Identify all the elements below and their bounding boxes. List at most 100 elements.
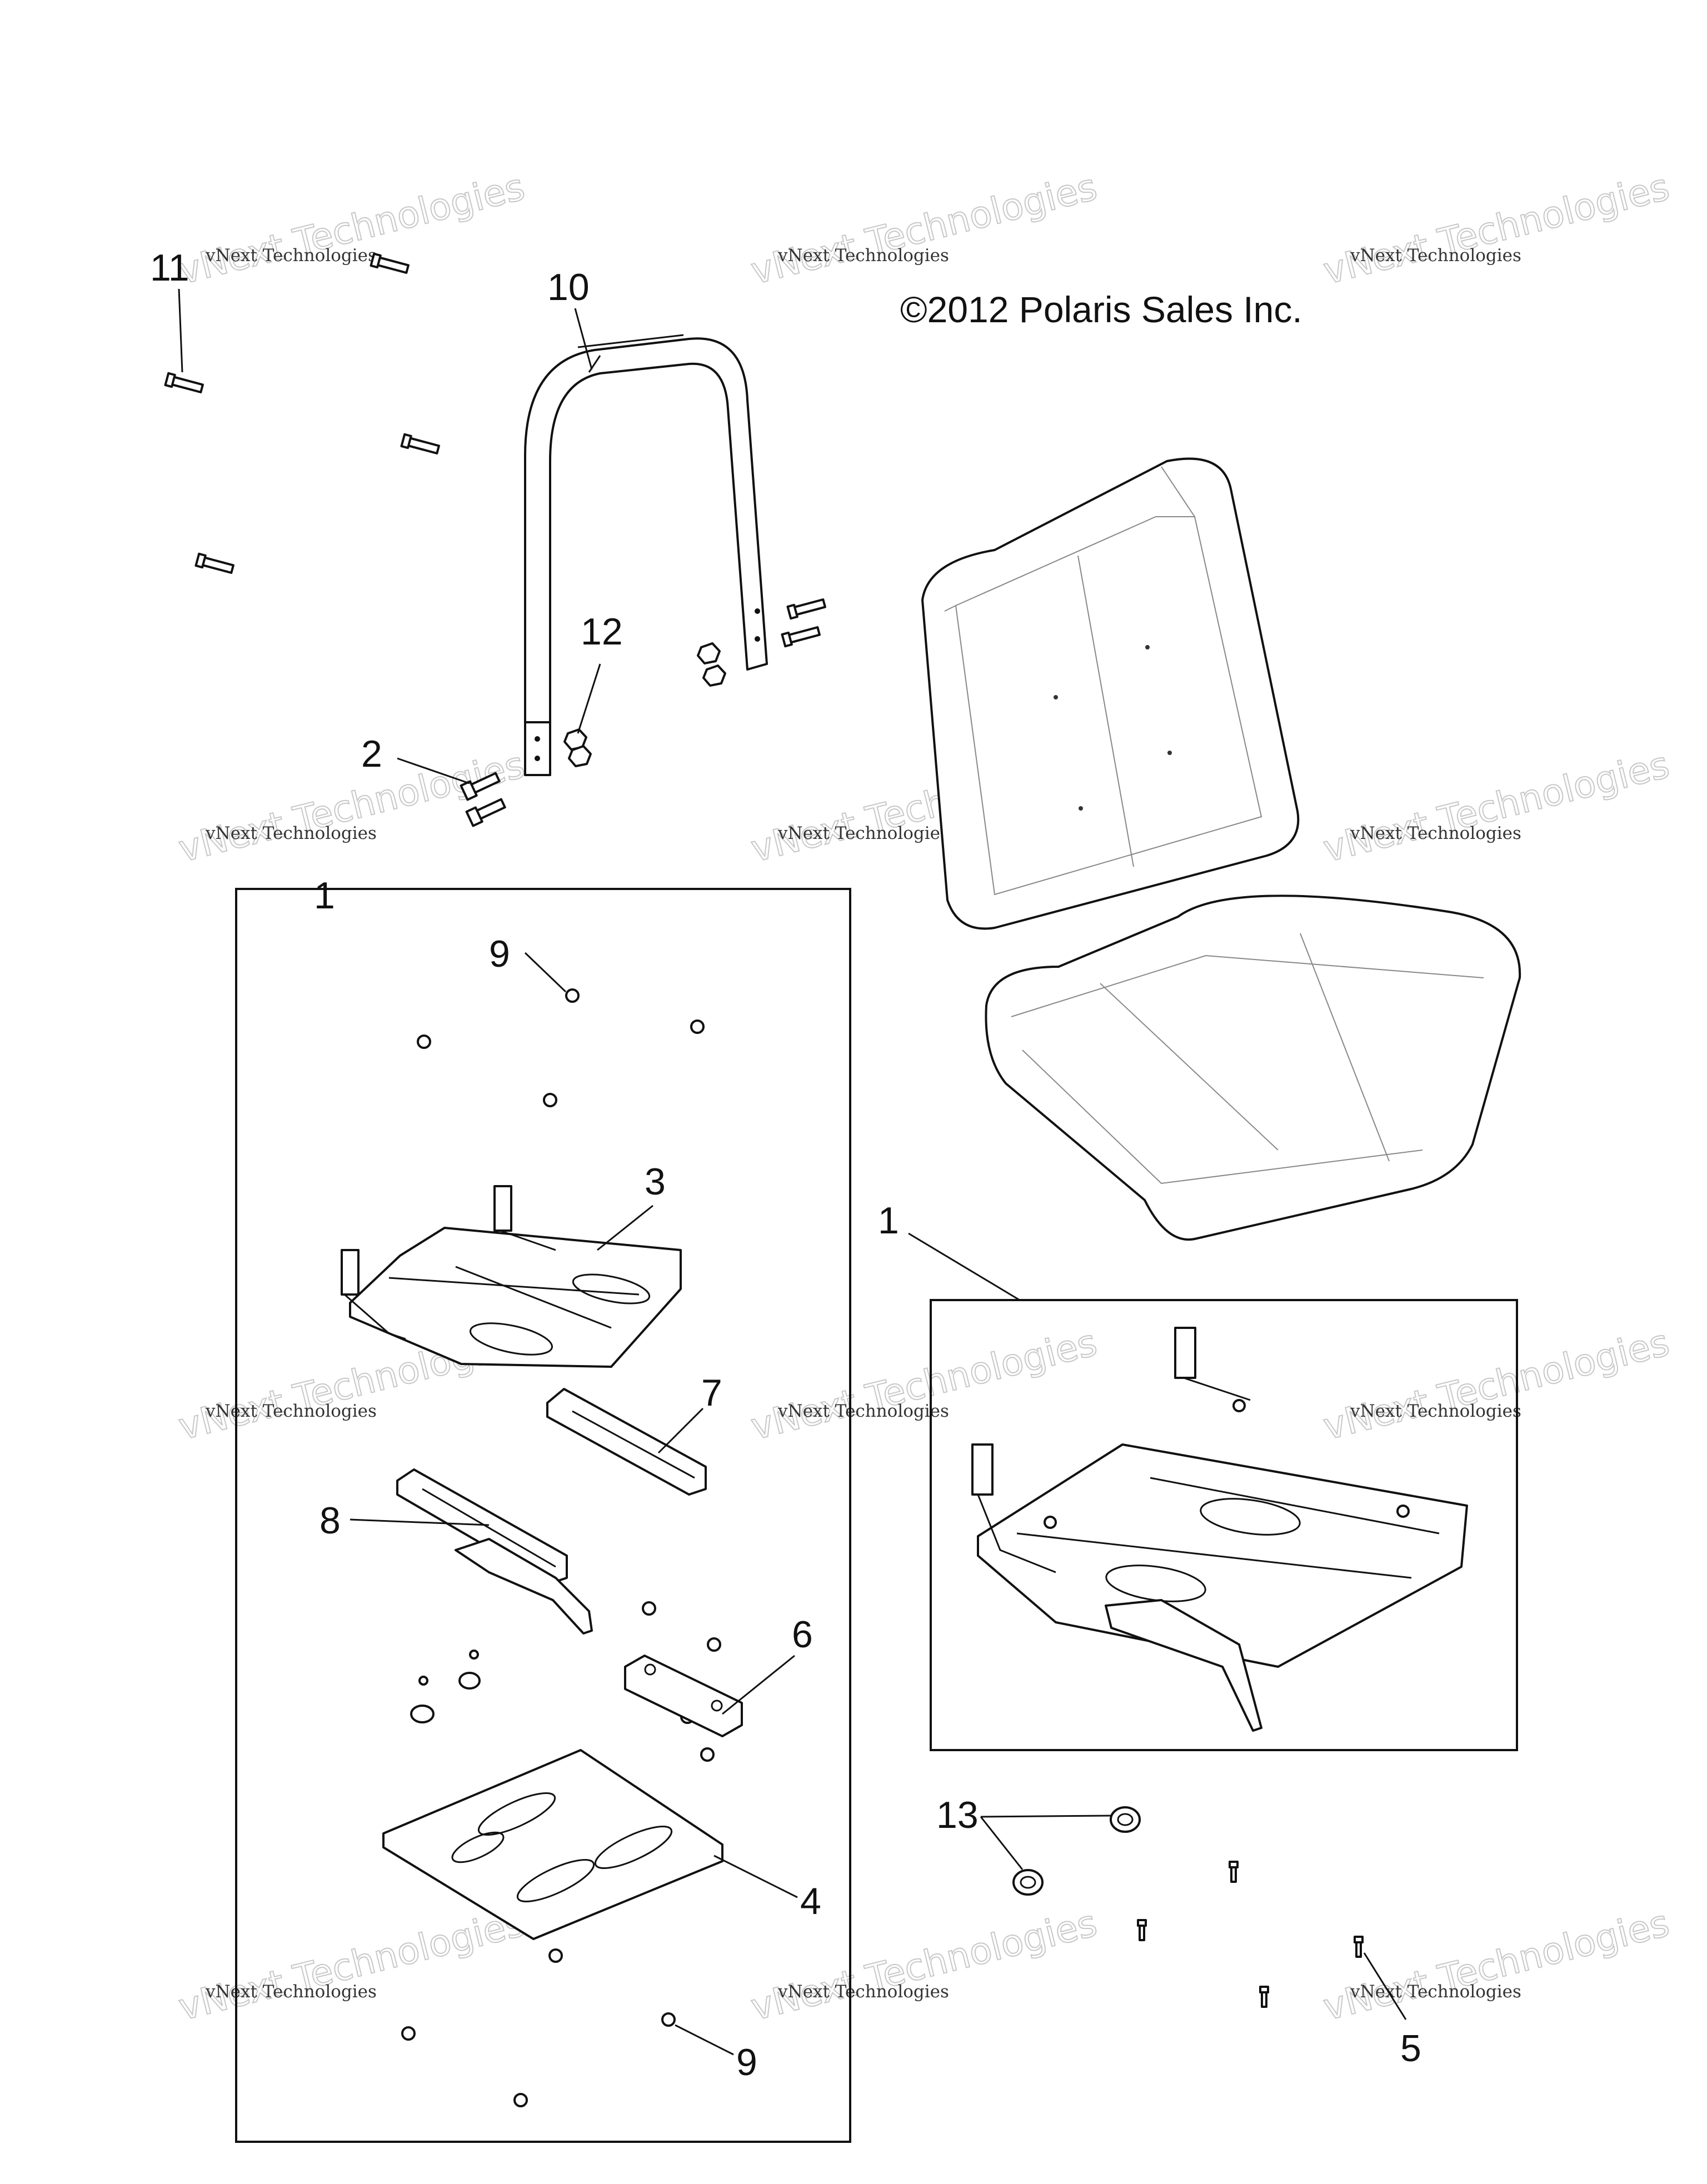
callout-1-right: 1 (878, 1200, 899, 1242)
base-plate (382, 1749, 723, 1940)
callout-3: 3 (645, 1161, 666, 1203)
nut (700, 1747, 715, 1762)
nut (417, 1034, 431, 1049)
nut (697, 642, 721, 664)
watermark: vNext Technologies vNext Technologies (746, 1321, 1101, 1449)
nut (702, 664, 726, 687)
watermark-text: vNext Technologies (777, 1401, 949, 1421)
exploded-assembly-frame (235, 888, 851, 2143)
callout-2: 2 (361, 733, 382, 775)
bushing (410, 1705, 435, 1723)
leader-12 (577, 663, 601, 734)
grommet-group-13 (1012, 1806, 1141, 1896)
watermark-text: vNext Technologies (205, 1982, 377, 2002)
callout-8: 8 (320, 1500, 341, 1542)
bolt (786, 598, 826, 620)
roll-bar (524, 334, 768, 776)
watermark-outline-text: vNext Technologies (174, 1902, 528, 2029)
callout-4: 4 (800, 1880, 821, 1922)
leader-11 (178, 288, 183, 373)
bushing (458, 1672, 481, 1690)
washer (418, 1676, 428, 1686)
leader-5 (1363, 1952, 1407, 2020)
nut (543, 1093, 557, 1107)
bolt (781, 626, 821, 648)
callout-1-left: 1 (314, 874, 335, 917)
watermark-text: vNext Technologies (205, 1401, 377, 1421)
nut (548, 1948, 563, 1963)
leader-8 (350, 1518, 490, 1526)
leader-4 (713, 1855, 798, 1898)
leader-lines (178, 288, 1407, 2056)
bolt (164, 372, 204, 393)
callout-13: 13 (936, 1794, 979, 1836)
screw (1259, 1986, 1269, 2008)
watermark-outline-text: vNext Technologies (1319, 166, 1673, 293)
bolt (465, 798, 506, 827)
screw (1354, 1936, 1364, 1958)
leader-9b (675, 2024, 734, 2056)
leader-6 (722, 1655, 795, 1715)
assembled-seat-frame (971, 1327, 1468, 1732)
bushing-group (410, 1601, 721, 1723)
nut (661, 2012, 676, 2027)
screw (1137, 1919, 1147, 1941)
screw (707, 1637, 721, 1652)
nut (401, 2026, 416, 2041)
nut-group-12 (563, 642, 726, 767)
seat-back (921, 457, 1300, 930)
grommet (1110, 1806, 1141, 1833)
watermark-text: vNext Technologies (1350, 246, 1521, 266)
callout-9-top: 9 (489, 933, 510, 975)
watermark: vNext Technologies vNext Technologies (1319, 165, 1674, 293)
bolt (460, 772, 501, 801)
watermark: vNext Technologies vNext Technologies (174, 165, 529, 293)
screw-group-5 (1137, 1861, 1364, 2008)
callout-6: 6 (792, 1613, 813, 1656)
watermark-outline-text: vNext Technologies (1319, 1321, 1673, 1448)
bolt (370, 252, 410, 274)
grommet (1012, 1869, 1044, 1896)
watermark: vNext Technologies vNext Technologies (1319, 743, 1674, 871)
watermark-text: vNext Technologies (777, 823, 949, 843)
leader-13a (980, 1815, 1112, 1818)
copyright-text: ©2012 Polaris Sales Inc. (900, 289, 1302, 330)
watermark-text: vNext Technologies (777, 1982, 949, 2002)
watermark: vNext Technologies vNext Technologies (174, 1901, 529, 2030)
nut (690, 1019, 705, 1034)
bolt-group-2 (460, 772, 506, 827)
slide-rail (546, 1388, 707, 1496)
nut (565, 988, 580, 1003)
watermark: vNext Technologies vNext Technologies (746, 165, 1101, 293)
callout-10: 10 (547, 266, 590, 308)
assembled-view-frame (930, 1299, 1518, 1751)
callout-11: 11 (150, 247, 189, 289)
watermark-text: vNext Technologies (205, 246, 377, 266)
spacer-block (624, 1655, 743, 1737)
seat-frame (341, 1185, 682, 1368)
watermark-outline-text: vNext Technologies (747, 1321, 1101, 1448)
callout-12: 12 (581, 611, 623, 653)
callout-9-bottom: 9 (736, 2041, 757, 2083)
watermark-text: vNext Technologies (1350, 1401, 1521, 1421)
watermark-outline-text: vNext Technologies (747, 166, 1101, 293)
nut (513, 2093, 528, 2107)
watermark-text: vNext Technologies (777, 246, 949, 266)
slide-rail-lever (396, 1468, 593, 1635)
watermark-text: vNext Technologies (1350, 823, 1521, 843)
nut (568, 745, 592, 767)
callout-5: 5 (1400, 2027, 1421, 2070)
seat-cushion (985, 894, 1521, 1241)
washer (469, 1650, 479, 1660)
nut-group-9 (401, 988, 715, 2107)
watermark-text: vNext Technologies (205, 823, 377, 843)
watermark: vNext Technologies vNext Technologies (1319, 1321, 1674, 1449)
bolt (400, 433, 440, 454)
screw (642, 1601, 656, 1616)
leader-3 (597, 1205, 653, 1251)
watermark-outline-text: vNext Technologies (174, 166, 528, 293)
leader-1b (908, 1232, 1020, 1301)
bolt (194, 552, 234, 574)
leader-2 (397, 757, 470, 784)
